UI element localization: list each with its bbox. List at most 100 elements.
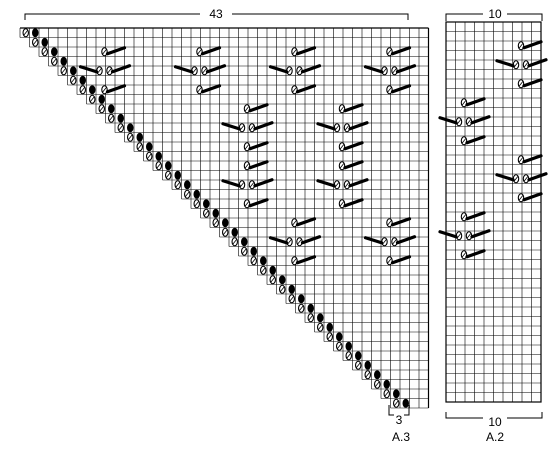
- yarn-over-pair: [31, 37, 48, 47]
- chart-border: [445, 21, 542, 403]
- decrease-stroke: [295, 84, 317, 94]
- decrease-stroke: [343, 198, 364, 208]
- yarn-over-pair: [155, 161, 172, 171]
- yarn-over-pair: [22, 28, 39, 38]
- decrease-stroke: [253, 121, 274, 131]
- filled-stitch-symbol: [108, 104, 115, 114]
- decrease-stroke: [390, 217, 412, 227]
- chart-a2-symbols: [438, 40, 548, 260]
- yarn-over-pair: [373, 379, 390, 389]
- filled-stitch-symbol: [259, 256, 267, 266]
- filled-stitch-symbol: [98, 94, 106, 104]
- a3-chart-name: A.3: [392, 430, 410, 444]
- a2-top-bracket: [445, 13, 543, 21]
- leaf-motif: [495, 154, 548, 203]
- yarn-over-pair: [127, 132, 144, 142]
- yarn-over-pair: [165, 170, 182, 180]
- a2-chart-name: A.2: [486, 430, 504, 444]
- leaf-motif: [173, 46, 227, 95]
- filled-stitch-symbol: [297, 294, 305, 304]
- decrease-stroke: [438, 116, 458, 125]
- filled-stitch-symbol: [250, 246, 258, 256]
- decrease-stroke: [465, 211, 486, 221]
- yarn-over-pair: [231, 237, 248, 247]
- yarn-over-pair: [241, 246, 258, 256]
- decrease-stroke: [248, 141, 269, 151]
- leaf-motif: [316, 160, 369, 209]
- filled-stitch-symbol: [89, 85, 96, 95]
- leaf-motif: [268, 46, 322, 95]
- decrease-stroke: [316, 122, 336, 131]
- yarn-over-pair: [288, 294, 305, 304]
- decrease-stroke: [527, 58, 548, 68]
- yarn-over-pair: [316, 322, 333, 332]
- yarn-over-pair: [250, 256, 267, 266]
- decrease-stroke: [395, 235, 417, 245]
- decrease-stroke: [295, 217, 317, 227]
- filled-stitch-symbol: [79, 75, 87, 85]
- decrease-stroke: [495, 59, 515, 68]
- filled-stitch-symbol: [402, 398, 409, 408]
- yarn-over-pair: [203, 208, 220, 218]
- filled-stitch-symbol: [203, 199, 210, 209]
- filled-stitch-symbol: [222, 218, 229, 228]
- yarn-over-pair: [70, 75, 87, 85]
- filled-stitch-symbol: [117, 113, 125, 123]
- decrease-stroke: [221, 122, 241, 131]
- filled-stitch-symbol: [50, 47, 58, 57]
- decrease-stroke: [295, 46, 317, 56]
- decrease-stroke: [363, 65, 384, 74]
- yarn-over-pair: [269, 275, 286, 285]
- a2-top-label: 10: [488, 7, 502, 21]
- decrease-stroke: [527, 172, 548, 182]
- filled-stitch-symbol: [212, 208, 220, 218]
- a3-repeat-label: 3: [396, 413, 403, 427]
- decrease-stroke: [200, 46, 222, 56]
- filled-stitch-symbol: [31, 28, 39, 38]
- filled-stitch-symbol: [184, 180, 191, 190]
- yarn-over-pair: [50, 56, 67, 66]
- yarn-over-pair: [108, 113, 125, 123]
- leaf-motif: [221, 103, 274, 152]
- filled-stitch-symbol: [127, 123, 134, 133]
- decrease-stroke: [268, 236, 289, 245]
- decrease-stroke: [348, 121, 369, 131]
- decrease-stroke: [300, 64, 322, 74]
- decrease-stroke: [200, 84, 222, 94]
- filled-stitch-symbol: [174, 170, 182, 180]
- decrease-stroke: [363, 236, 384, 245]
- decrease-stroke: [522, 192, 543, 202]
- filled-stitch-symbol: [335, 332, 343, 342]
- yarn-over-pair: [60, 66, 77, 76]
- filled-stitch-symbol: [241, 237, 248, 247]
- decrease-stroke: [248, 103, 269, 113]
- decrease-stroke: [465, 135, 486, 145]
- yarn-over-pair: [117, 123, 134, 133]
- leaf-motif: [363, 217, 417, 266]
- leaf-motif: [438, 97, 491, 146]
- decrease-stroke: [470, 229, 491, 239]
- yarn-over-pair: [98, 104, 115, 114]
- filled-stitch-symbol: [316, 313, 324, 323]
- yarn-over-pair: [335, 341, 352, 351]
- decrease-stroke: [253, 178, 274, 188]
- leaf-motif: [363, 46, 417, 95]
- filled-stitch-symbol: [326, 322, 333, 332]
- yarn-over-pair: [79, 85, 96, 95]
- decrease-stroke: [438, 230, 458, 239]
- leaf-motif: [221, 160, 274, 209]
- decrease-stroke: [390, 84, 412, 94]
- decrease-stroke: [343, 141, 364, 151]
- yarn-over-pair: [297, 303, 314, 313]
- yarn-over-pair: [278, 284, 295, 294]
- decrease-stroke: [343, 160, 364, 170]
- filled-stitch-symbol: [307, 303, 314, 313]
- a3-repeat-bracket: [388, 405, 410, 416]
- decrease-stroke: [470, 115, 491, 125]
- decrease-stroke: [110, 64, 132, 74]
- filled-stitch-symbol: [165, 161, 172, 171]
- filled-stitch-symbol: [269, 265, 276, 275]
- filled-stitch-symbol: [193, 189, 201, 199]
- a2-bottom-bracket: [445, 412, 543, 419]
